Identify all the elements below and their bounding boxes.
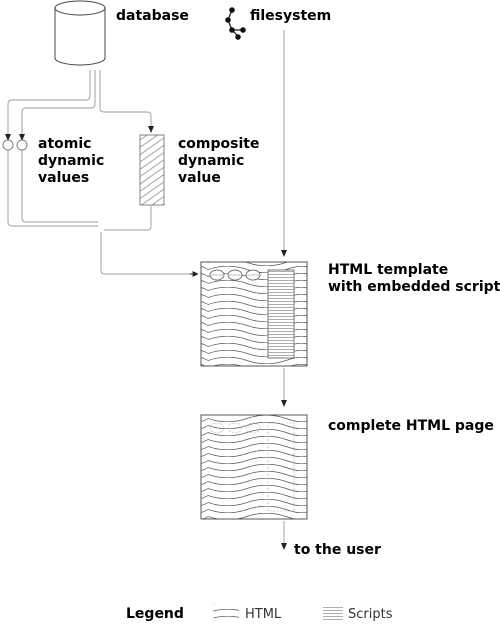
legend-scripts-label: Scripts <box>348 607 393 622</box>
composite-value-box <box>139 134 165 206</box>
filesystem-tree-icon <box>225 7 246 40</box>
atomic-value-circle <box>2 139 14 151</box>
connector-arrowheads <box>5 126 154 141</box>
html-template-box <box>200 261 308 367</box>
composite-line-1: composite <box>178 136 260 152</box>
legend-html-label: HTML <box>245 607 282 622</box>
legend-scripts-swatch <box>323 605 343 621</box>
template-line-1: HTML template <box>328 262 449 278</box>
atomic-values-label: atomic dynamic values <box>38 136 104 187</box>
filesystem-arrowhead <box>281 250 287 257</box>
html-template-label: HTML template with embedded scripts <box>328 262 500 296</box>
complete-html-page-box <box>200 414 308 520</box>
atomic-line-3: values <box>38 170 90 186</box>
database-label: database <box>116 8 189 24</box>
delivery-arrowhead <box>281 543 287 550</box>
database-cylinder-icon <box>54 0 106 66</box>
composite-line-3: value <box>178 170 221 186</box>
to-the-user-label: to the user <box>294 542 381 558</box>
composite-value-label: composite dynamic value <box>178 136 259 187</box>
atomic-line-2: dynamic <box>38 153 105 169</box>
complete-html-page-label: complete HTML page <box>328 418 494 434</box>
database-connectors <box>7 70 190 275</box>
render-arrowhead <box>281 400 287 407</box>
filesystem-label: filesystem <box>250 8 332 24</box>
legend-html-swatch <box>213 604 239 622</box>
template-line-2: with embedded scripts <box>328 279 500 295</box>
atomic-line-1: atomic <box>38 136 92 152</box>
script-slot-ovals <box>209 269 261 281</box>
composite-line-2: dynamic <box>178 153 245 169</box>
legend-title: Legend <box>126 606 184 622</box>
atomic-value-circle <box>16 139 28 151</box>
